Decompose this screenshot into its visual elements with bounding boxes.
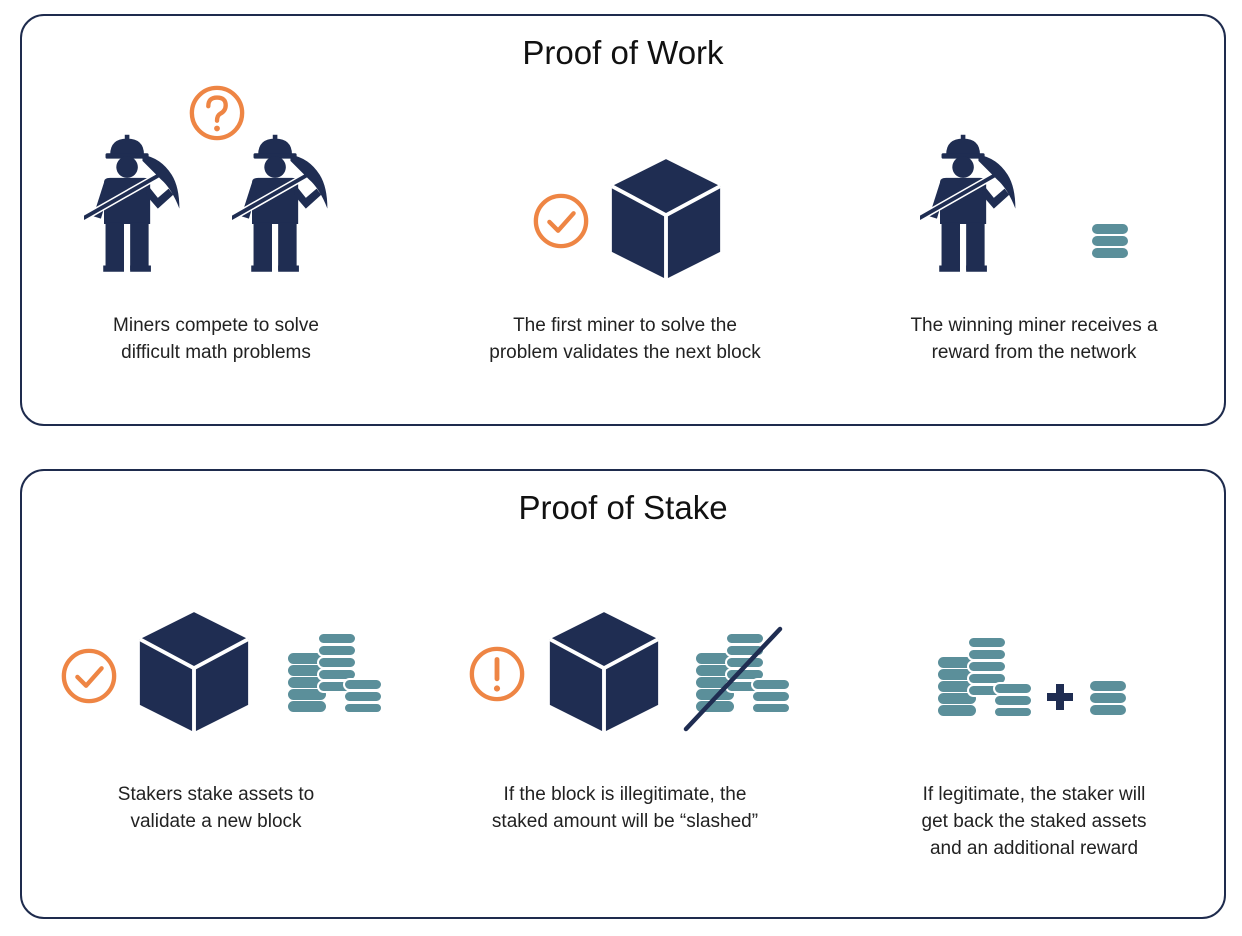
pow-step-1-caption: Miners compete to solve difficult math p… (113, 315, 319, 363)
coin-icon (1088, 679, 1128, 719)
plus-icon (1047, 684, 1073, 710)
proof-of-stake-title: Proof of Stake (518, 489, 728, 526)
slash-line-icon (683, 626, 783, 732)
miner-icon (232, 120, 332, 288)
proof-of-stake-panel: Proof of Stake Stakers stake assets to v… (20, 469, 1226, 919)
pow-step-3-caption: The winning miner receives a reward from… (910, 315, 1158, 363)
pow-step-2-caption: The first miner to solve the problem val… (489, 315, 761, 363)
exclamation-icon (468, 645, 526, 703)
coin-stacks-icon (288, 633, 384, 713)
block-cube-icon (546, 609, 662, 737)
miner-icon (920, 120, 1020, 288)
coin-icon (1090, 222, 1130, 262)
block-cube-icon (608, 156, 724, 284)
checkmark-icon (532, 192, 590, 250)
checkmark-icon (60, 647, 118, 705)
pos-step-3-caption: If legitimate, the staker will get back … (921, 784, 1147, 859)
proof-of-work-title: Proof of Work (522, 34, 724, 71)
pos-step-1-caption: Stakers stake assets to validate a new b… (117, 784, 315, 832)
pos-step-2-caption: If the block is illegitimate, the staked… (491, 784, 759, 832)
block-cube-icon (136, 609, 252, 737)
proof-of-work-panel: Proof of Work Miners compete to solve di… (20, 14, 1226, 426)
coin-stacks-icon (938, 637, 1034, 717)
miner-icon (84, 120, 184, 288)
